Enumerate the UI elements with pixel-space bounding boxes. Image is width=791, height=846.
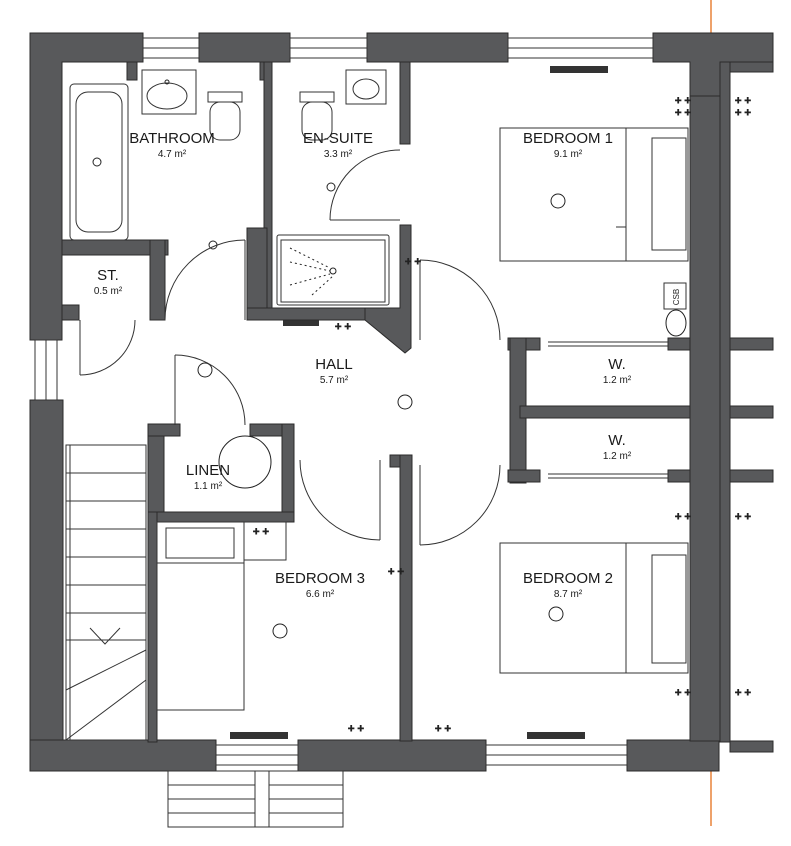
bedroom3-desk (243, 521, 287, 561)
bedroom2-light-icon (548, 606, 564, 622)
shower-tray (276, 234, 390, 306)
svg-text:+ +: + + (675, 107, 691, 119)
linen-name: LINEN (186, 462, 230, 479)
socket-symbols: + + + + + + + + + + + + + + + + + + + + … (253, 95, 752, 736)
svg-text:+ +: + + (735, 687, 751, 699)
svg-text:+ +: + + (405, 256, 421, 268)
bedroom2-name: BEDROOM 2 (523, 570, 613, 587)
hot-water-cylinder (218, 435, 272, 489)
svg-text:+ +: + + (348, 723, 364, 735)
hall-light-icon-2 (397, 394, 413, 410)
windows (34, 37, 654, 766)
svg-text:+ +: + + (735, 107, 751, 119)
svg-text:+ +: + + (675, 511, 691, 523)
boiler (665, 309, 687, 337)
hall-name: HALL (315, 356, 353, 373)
bathroom-name: BATHROOM (129, 130, 215, 147)
bedroom2-bed (499, 542, 689, 674)
wardrobe1-area: 1.2 m² (603, 375, 632, 386)
svg-text:+ +: + + (735, 511, 751, 523)
ensuite-light-icon (326, 182, 336, 192)
wardrobe2-name: W. (608, 432, 626, 449)
svg-text:+ +: + + (675, 95, 691, 107)
svg-text:+ +: + + (253, 526, 269, 538)
door-swings (79, 149, 501, 546)
bedroom3-light-icon (272, 623, 288, 639)
bathroom-wc (207, 91, 243, 141)
external-walls (29, 32, 774, 772)
bedroom3-name: BEDROOM 3 (275, 570, 365, 587)
csb-box (663, 282, 687, 310)
bathroom-basin (141, 69, 197, 115)
ensuite-name: EN-SUITE (303, 130, 373, 147)
svg-text:+ +: + + (435, 723, 451, 735)
csb-label: CSB (672, 289, 681, 305)
bathroom-area: 4.7 m² (158, 149, 187, 160)
bedroom1-area: 9.1 m² (554, 149, 583, 160)
hall-light-icon (197, 362, 213, 378)
wardrobe-doors (548, 341, 668, 479)
ensuite-wc-and-basin (299, 69, 387, 141)
wardrobe1-name: W. (608, 356, 626, 373)
bathtub (69, 83, 129, 241)
bedroom1-light-icon (550, 193, 566, 209)
svg-text:+ +: + + (335, 321, 351, 333)
store-name: ST. (97, 267, 119, 284)
ensuite-area: 3.3 m² (324, 149, 353, 160)
bedroom1-name: BEDROOM 1 (523, 130, 613, 147)
hall-area: 5.7 m² (320, 375, 349, 386)
staircase (65, 444, 147, 741)
linen-area: 1.1 m² (194, 481, 223, 492)
bedroom3-area: 6.6 m² (306, 589, 335, 600)
svg-text:+ +: + + (735, 95, 751, 107)
bedroom2-area: 8.7 m² (554, 589, 583, 600)
porch-steps (167, 770, 344, 828)
bedroom1-bed (499, 127, 689, 262)
svg-text:+ +: + + (388, 566, 404, 578)
svg-text:+ +: + + (675, 687, 691, 699)
wardrobe2-area: 1.2 m² (603, 451, 632, 462)
bedroom3-bed (156, 521, 245, 711)
store-area: 0.5 m² (94, 286, 123, 297)
